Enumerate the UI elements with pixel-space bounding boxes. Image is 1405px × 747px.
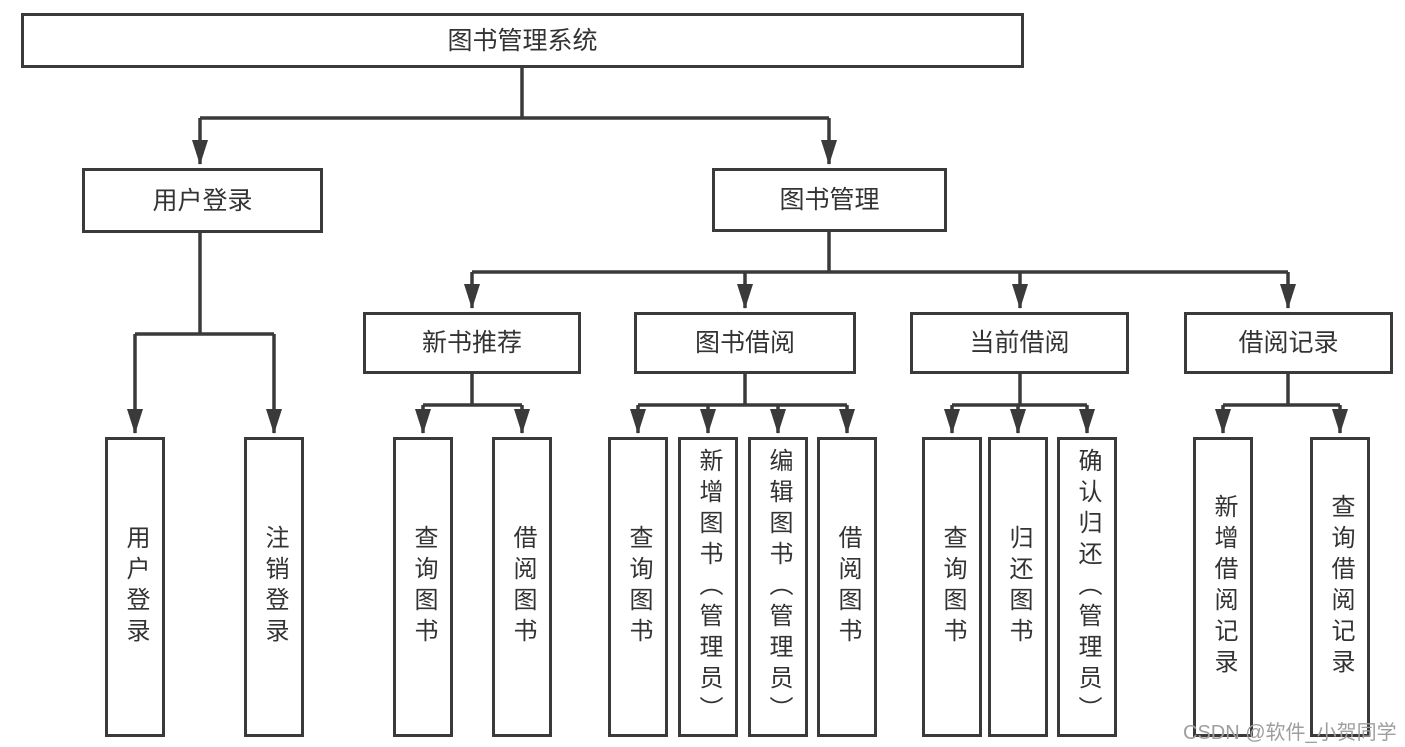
leaf-borrow-books: 借阅图书: [817, 437, 877, 737]
node-library-management-system: 图书管理系统: [21, 13, 1024, 68]
leaf-label: 编辑图书（管理员）: [765, 447, 792, 727]
leaf-label: 查询借阅记录: [1327, 494, 1354, 680]
leaf-label: 查询图书: [939, 525, 966, 649]
leaf-label: 新增图书（管理员）: [695, 447, 722, 727]
leaf-label: 新增借阅记录: [1210, 494, 1237, 680]
leaf-label: 查询图书: [625, 525, 652, 649]
node-label: 图书管理: [779, 186, 880, 214]
leaf-confirm-return-admin: 确认归还（管理员）: [1057, 437, 1117, 737]
leaf-logout: 注销登录: [244, 437, 304, 737]
leaf-label: 借阅图书: [834, 525, 861, 649]
leaf-query-borrow-record: 查询借阅记录: [1310, 437, 1370, 737]
leaf-query-books-borrow: 查询图书: [608, 437, 668, 737]
leaf-query-books-recommend: 查询图书: [393, 437, 453, 737]
node-new-book-recommend: 新书推荐: [363, 312, 581, 374]
node-label: 当前借阅: [969, 329, 1070, 357]
node-label: 用户登录: [152, 186, 253, 215]
leaf-add-borrow-record: 新增借阅记录: [1193, 437, 1253, 737]
leaf-borrow-books-recommend: 借阅图书: [492, 437, 552, 737]
leaf-query-books-current: 查询图书: [922, 437, 982, 737]
node-user-login: 用户登录: [82, 168, 323, 233]
leaf-label: 查询图书: [410, 525, 437, 649]
node-label: 图书借阅: [694, 329, 795, 357]
leaf-label: 用户登录: [122, 525, 149, 649]
node-label: 新书推荐: [421, 329, 522, 357]
node-label: 图书管理系统: [447, 26, 598, 55]
node-book-management: 图书管理: [712, 168, 947, 232]
leaf-edit-books-admin: 编辑图书（管理员）: [748, 437, 808, 737]
node-book-borrowing: 图书借阅: [634, 312, 856, 374]
node-borrow-records: 借阅记录: [1184, 312, 1393, 374]
node-label: 借阅记录: [1238, 329, 1339, 357]
leaf-return-books: 归还图书: [988, 437, 1048, 737]
leaf-label: 借阅图书: [509, 525, 536, 649]
leaf-add-books-admin: 新增图书（管理员）: [678, 437, 738, 737]
leaf-user-login: 用户登录: [105, 437, 165, 737]
csdn-watermark: CSDN @软件_小贺同学: [1183, 722, 1397, 744]
leaf-label: 注销登录: [261, 525, 288, 649]
leaf-label: 归还图书: [1005, 525, 1032, 649]
node-current-borrowing: 当前借阅: [910, 312, 1129, 374]
leaf-label: 确认归还（管理员）: [1074, 447, 1101, 727]
